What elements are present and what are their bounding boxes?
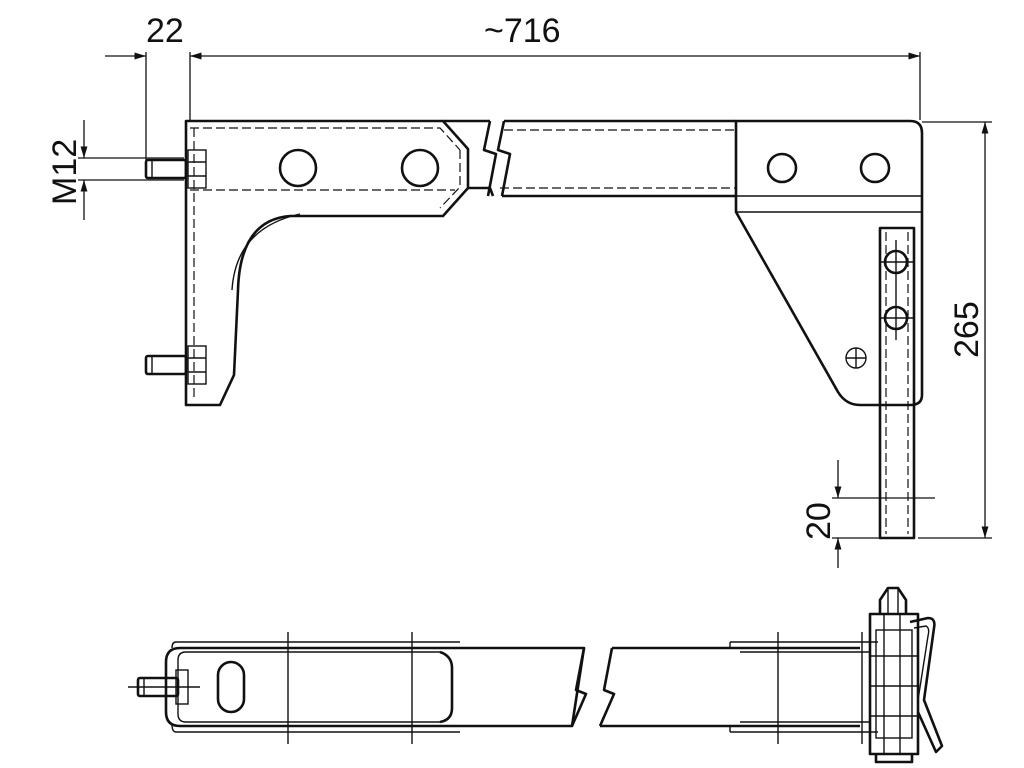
hinge-clip (909, 616, 944, 754)
dim-text-265: 265 (948, 301, 986, 358)
slot (216, 660, 246, 714)
hinge-nut (874, 754, 914, 764)
dim-text-716: ~716 (484, 12, 561, 50)
dim-text-22: 22 (146, 12, 184, 50)
hinge-bolt-head (878, 586, 908, 614)
hinge-assembly (868, 586, 944, 764)
left-channel (164, 646, 452, 728)
dimension-20: 20 (800, 460, 935, 568)
front-view (144, 119, 924, 540)
right-bracket (734, 119, 924, 407)
dim-text-20: 20 (800, 502, 838, 540)
hole-left-2 (400, 148, 440, 188)
top-bar-left (452, 646, 586, 728)
top-bar-right (600, 646, 860, 728)
hole-right-1 (766, 152, 798, 184)
dim-text-m12: M12 (46, 139, 84, 205)
stud-upper (144, 149, 207, 189)
dimension-265: 265 (918, 121, 992, 539)
left-bracket (184, 119, 470, 407)
dimension-716: ~716 (190, 12, 921, 120)
top-break (570, 647, 588, 727)
stud-lower (144, 345, 207, 385)
top-view (128, 586, 944, 764)
hole-left-1 (278, 148, 318, 188)
vertical-strap (878, 226, 916, 540)
bar-right-segment (502, 119, 736, 198)
dimension-22: 22 (105, 12, 191, 160)
dimension-m12: M12 (46, 120, 184, 220)
break-mark (482, 120, 512, 197)
hole-right-2 (859, 152, 891, 184)
